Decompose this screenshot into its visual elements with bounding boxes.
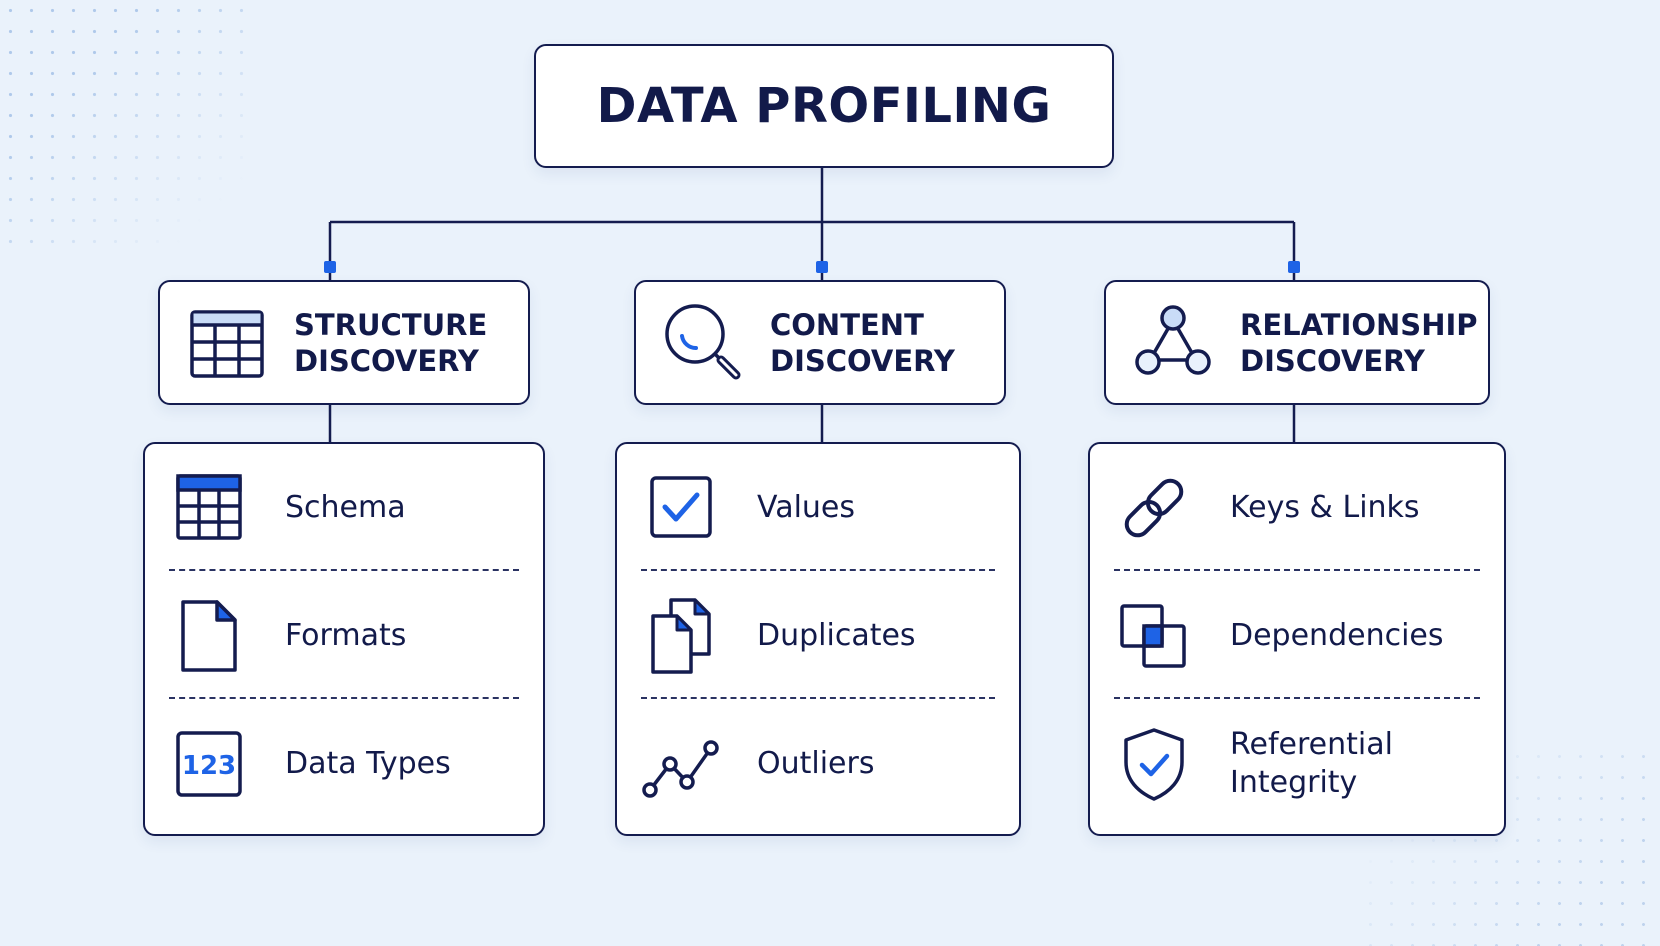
list-item-formats: Formats (145, 572, 543, 700)
item-label: Keys & Links (1230, 490, 1420, 525)
schema-table-icon (176, 474, 242, 540)
list-item-outliers: Outliers (617, 700, 1019, 828)
dashed-divider (641, 569, 995, 571)
list-item-values: Values (617, 444, 1019, 572)
item-label: Schema (285, 490, 406, 525)
item-label: Referential Integrity (1230, 726, 1393, 802)
checkbox-icon (650, 476, 712, 538)
line-trend-icon (642, 740, 719, 798)
dashed-divider (641, 697, 995, 699)
dashed-divider (169, 569, 519, 571)
dashed-divider (1114, 569, 1480, 571)
connector-node (324, 261, 336, 273)
category-title: STRUCTURE DISCOVERY (294, 307, 487, 379)
decorative-dots-top-left (0, 0, 250, 250)
category-title-line2: DISCOVERY (1240, 343, 1425, 378)
list-item-duplicates: Duplicates (617, 572, 1019, 700)
connector-node (1288, 261, 1300, 273)
table-grid-icon (190, 309, 264, 378)
category-title: CONTENT DISCOVERY (770, 307, 955, 379)
category-title-line2: DISCOVERY (294, 343, 479, 378)
chain-link-icon (1124, 478, 1184, 538)
list-item-data-types: 123 Data Types (145, 700, 543, 828)
category-structure-discovery: STRUCTURE DISCOVERY (158, 280, 530, 405)
shield-check-icon (1124, 728, 1184, 801)
category-title-line2: DISCOVERY (770, 343, 955, 378)
title-box: DATA PROFILING (534, 44, 1114, 168)
structure-items-panel: Schema Formats 123 Data Types (143, 442, 545, 836)
item-label: Values (757, 490, 856, 525)
diagram-title: DATA PROFILING (596, 78, 1052, 134)
category-content-discovery: CONTENT DISCOVERY (634, 280, 1006, 405)
category-title-line1: STRUCTURE (294, 307, 488, 342)
item-label-line2: Integrity (1230, 765, 1358, 800)
document-icon (181, 600, 237, 672)
category-title: RELATIONSHIP DISCOVERY (1240, 307, 1478, 379)
item-label: Outliers (757, 746, 875, 781)
duplicate-documents-icon (651, 598, 711, 674)
dashed-divider (169, 697, 519, 699)
category-relationship-discovery: RELATIONSHIP DISCOVERY (1104, 280, 1490, 405)
magnifier-icon (665, 303, 741, 379)
list-item-keys-links: Keys & Links (1090, 444, 1504, 572)
item-label: Data Types (285, 746, 451, 781)
item-label-line1: Referential (1230, 727, 1393, 762)
item-label: Duplicates (757, 618, 916, 653)
dashed-divider (1114, 697, 1480, 699)
number-123-icon: 123 (176, 731, 242, 797)
list-item-schema: Schema (145, 444, 543, 572)
network-triangle-icon (1135, 304, 1211, 375)
item-label: Formats (285, 618, 407, 653)
list-item-dependencies: Dependencies (1090, 572, 1504, 700)
content-items-panel: Values Duplicates Outliers (615, 442, 1021, 836)
item-label: Dependencies (1230, 618, 1444, 653)
svg-text:123: 123 (182, 751, 236, 781)
category-title-line1: RELATIONSHIP (1240, 307, 1478, 342)
connector-node (816, 261, 828, 273)
relationship-items-panel: Keys & Links Dependencies Referential In… (1088, 442, 1506, 836)
overlapping-squares-icon (1120, 604, 1186, 668)
category-title-line1: CONTENT (770, 307, 924, 342)
list-item-referential-integrity: Referential Integrity (1090, 700, 1504, 828)
